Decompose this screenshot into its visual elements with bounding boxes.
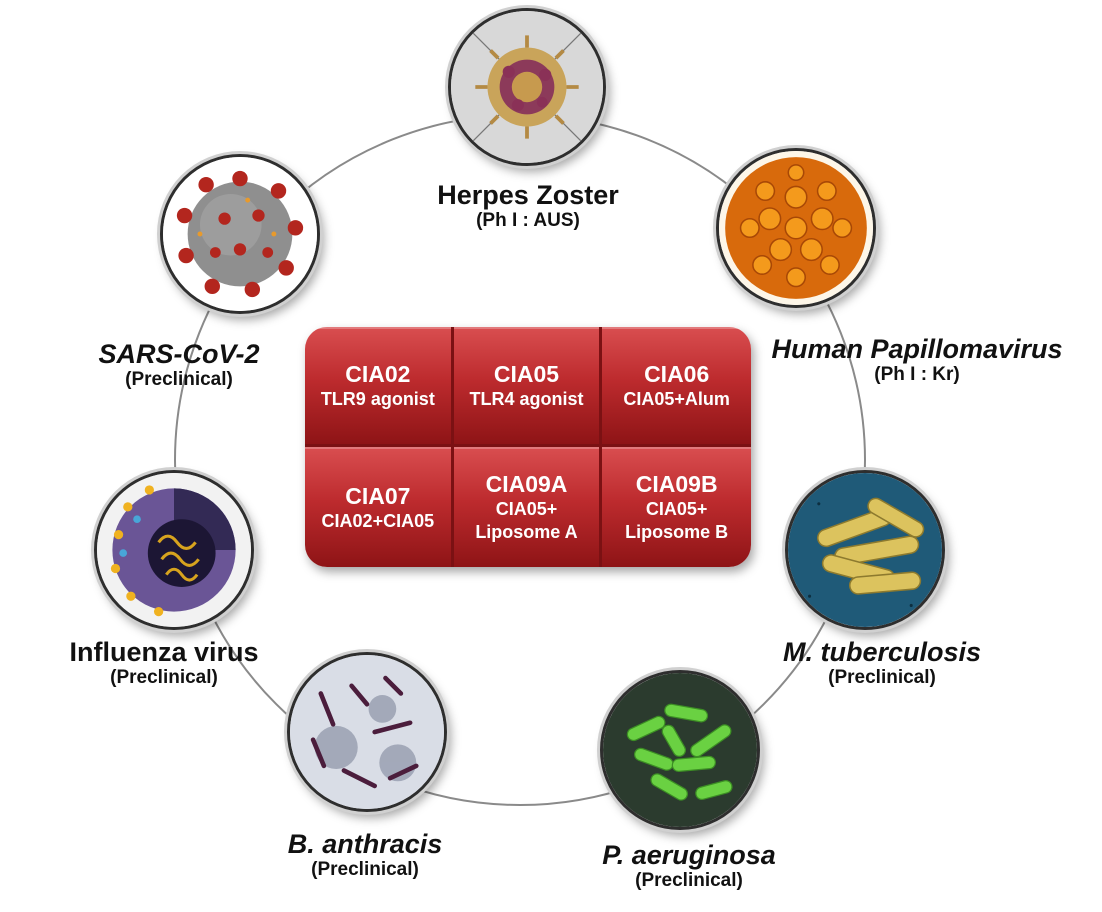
coronavirus-image <box>160 154 320 314</box>
adjuvant-code: CIA06 <box>644 361 710 387</box>
adjuvant-description: TLR4 agonist <box>469 389 584 409</box>
adjuvant-cia09a: CIA09A CIA05+ Liposome A <box>453 447 603 567</box>
hpv-label: Human Papillomavirus (Ph I : Kr) <box>757 334 1077 386</box>
pathogen-name: Herpes Zoster <box>437 180 619 210</box>
herpes-zoster-virus-image <box>448 8 606 166</box>
bacillus-image <box>287 652 447 812</box>
m-tuberculosis-label: M. tuberculosis (Preclinical) <box>770 637 994 689</box>
trial-status: (Preclinical) <box>311 859 419 880</box>
adjuvant-description: CIA05+ Liposome B <box>625 499 729 542</box>
adjuvant-cia05: CIA05 TLR4 agonist <box>453 327 603 447</box>
adjuvant-code: CIA05 <box>493 361 560 387</box>
trial-status: (Ph I : Kr) <box>874 364 960 385</box>
adjuvant-description: CIA05+Alum <box>623 389 730 409</box>
adjuvant-code: CIA09B <box>635 471 718 497</box>
pathogen-name: Influenza virus <box>69 637 259 667</box>
trial-status: (Preclinical) <box>828 667 936 688</box>
adjuvant-code: CIA09A <box>485 471 568 497</box>
adjuvant-cia09b: CIA09B CIA05+ Liposome B <box>602 447 751 567</box>
influenza-virus-image <box>94 470 254 630</box>
adjuvant-cia06: CIA06 CIA05+Alum <box>602 327 751 447</box>
p-aeruginosa-label: P. aeruginosa (Preclinical) <box>586 840 792 892</box>
adjuvant-cia02: CIA02 TLR9 agonist <box>305 327 454 447</box>
trial-status: (Preclinical) <box>110 667 218 688</box>
adjuvant-code: CIA07 <box>345 482 411 509</box>
adjuvant-cia07: CIA07 CIA02+CIA05 <box>305 447 454 567</box>
adjuvant-code: CIA02 <box>345 361 411 387</box>
adjuvant-panel: CIA02 TLR9 agonist CIA05 TLR4 agonist CI… <box>305 327 751 567</box>
herpes-zoster-label: Herpes Zoster (Ph I : AUS) <box>400 180 656 232</box>
pathogen-name: Human Papillomavirus <box>771 334 1063 364</box>
sars-cov-2-label: SARS-CoV-2 (Preclinical) <box>84 339 274 391</box>
mycobacterium-image <box>785 470 945 630</box>
trial-status: (Ph I : AUS) <box>476 210 580 231</box>
trial-status: (Preclinical) <box>635 870 743 891</box>
pathogen-name: M. tuberculosis <box>782 637 982 667</box>
b-anthracis-label: B. anthracis (Preclinical) <box>270 829 460 881</box>
pseudomonas-image <box>600 670 760 830</box>
influenza-label: Influenza virus (Preclinical) <box>56 637 272 689</box>
pathogen-name: SARS-CoV-2 <box>98 339 260 369</box>
adjuvant-description: CIA02+CIA05 <box>321 510 435 531</box>
adjuvant-description: CIA05+ Liposome A <box>475 499 578 542</box>
hpv-virus-image <box>716 148 876 308</box>
pathogen-name: P. aeruginosa <box>602 840 776 870</box>
trial-status: (Preclinical) <box>125 369 233 390</box>
adjuvant-description: TLR9 agonist <box>320 389 435 409</box>
pathogen-name: B. anthracis <box>287 829 443 859</box>
